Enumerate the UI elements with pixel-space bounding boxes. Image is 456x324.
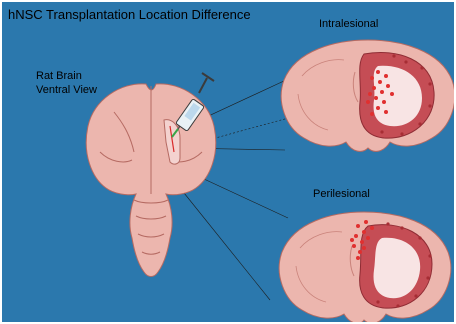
brain-view-label: Rat Brain Ventral View [36,69,97,97]
coronal-slice-icon [279,212,451,322]
diagram-artwork [2,2,454,322]
brain-view-label-line1: Rat Brain [36,69,97,83]
coronal-slice-icon [281,40,454,151]
brain-view-label-line2: Ventral View [36,83,97,97]
figure-title: hNSC Transplantation Location Difference [8,7,251,22]
intralesional-label: Intralesional [319,18,378,30]
transplantation-figure: hNSC Transplantation Location Difference… [2,2,454,322]
perilesional-label: Perilesional [313,188,370,200]
